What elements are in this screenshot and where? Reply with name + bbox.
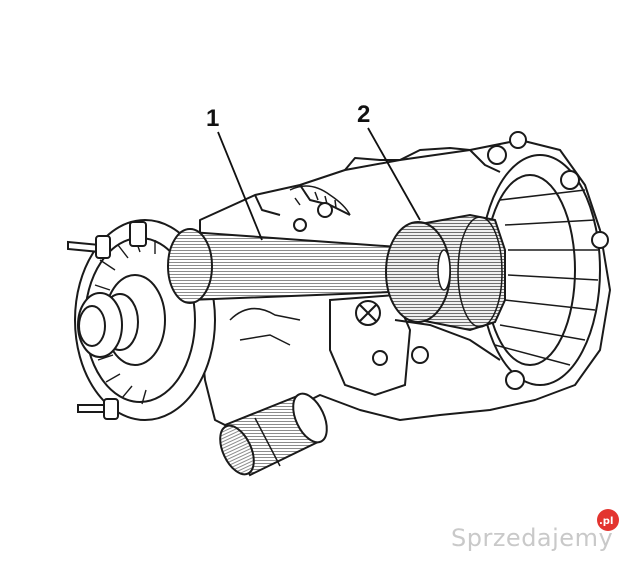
mount-bracket [329,293,501,397]
flange-studs [67,221,147,420]
watermark: Sprzedajemy .pl [451,509,619,552]
callout-2-label: 2 [357,101,370,128]
callout-1: 1 [206,105,263,241]
wiring-detail [229,185,351,346]
installer-tool-shaft [167,228,451,304]
watermark-text: Sprzedajemy [451,524,613,552]
callout-1-label: 1 [206,105,219,132]
watermark-badge: .pl [599,516,613,527]
housing-bolts [293,131,609,390]
lower-cylinder [219,392,328,477]
callout-2: 2 [357,101,421,221]
watermark-badge-icon [597,509,619,531]
seal-installer-cup [385,213,506,332]
